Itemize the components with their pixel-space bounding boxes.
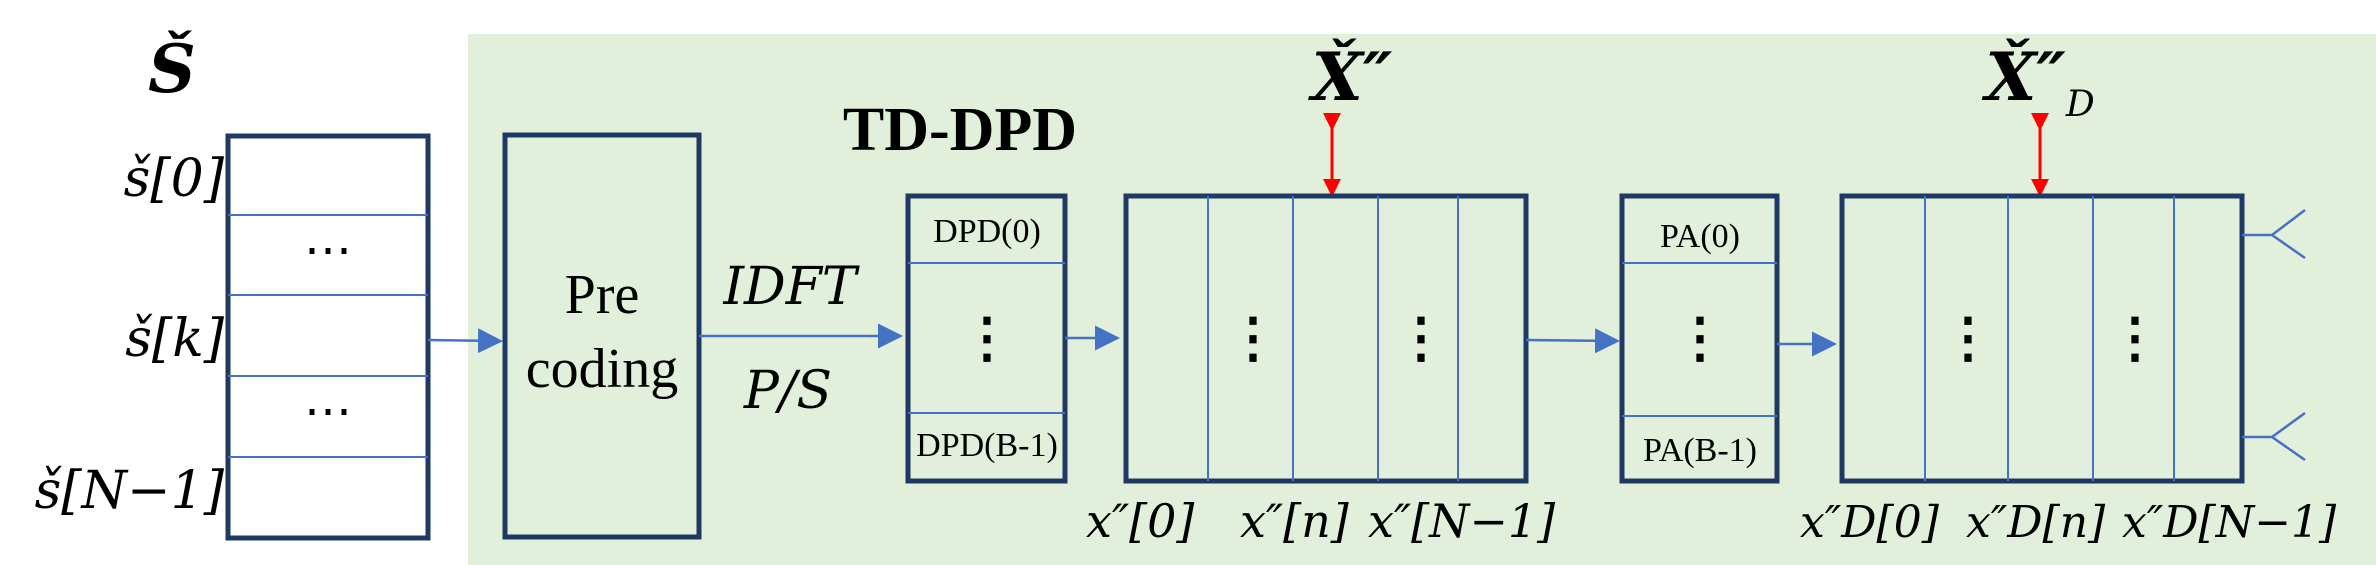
pa-output-label-0: x″D[0] [1800, 497, 1940, 548]
precoding-label-line2: coding [526, 338, 678, 400]
td-dpd-panel [468, 34, 2376, 565]
pa-output-dots: ⋮ [2108, 305, 2162, 369]
dpd-output-label-0: x″[0] [1086, 494, 1194, 548]
antenna-icon [2242, 411, 2306, 462]
symbol-ellipsis: ⋯ [304, 383, 352, 439]
symbol-ellipsis: ⋯ [304, 222, 352, 278]
dpd-output-label-n-1: x″[N−1] [1368, 494, 1555, 548]
dpd-output-block [1123, 193, 1529, 484]
pa-top-label: PA(0) [1660, 218, 1740, 255]
dpd-top-label: DPD(0) [933, 213, 1041, 250]
symbol-block [225, 133, 431, 541]
arrow [1525, 328, 1620, 354]
pa-block [1619, 193, 1780, 484]
pa-bottom-label: PA(B-1) [1643, 432, 1757, 469]
td-dpd-title: TD-DPD [843, 96, 1077, 164]
symbol-block-title: Š [148, 30, 196, 108]
ps-label: P/S [743, 361, 832, 421]
antenna-icon [2242, 209, 2306, 260]
dpd-bottom-label: DPD(B-1) [916, 427, 1058, 464]
pa-output-block [1839, 193, 2245, 484]
dpd-output-title: X̌″ [1308, 38, 1393, 116]
symbol-row-label-n-1: š[N−1] [35, 461, 225, 521]
pa-output-label-n-1: x″D[N−1] [2122, 497, 2337, 548]
arrow [427, 328, 503, 354]
pa-output-title: X̌″D [1981, 38, 2095, 125]
pa-output-label-n: x″D[n] [1966, 497, 2106, 548]
dpd-output-dots: ⋮ [1394, 305, 1448, 369]
idft-label: IDFT [723, 257, 860, 317]
pa-output-dots: ⋮ [1941, 305, 1995, 369]
symbol-row-label-0: š[0] [124, 149, 225, 209]
precoding-label-line1: Pre [565, 264, 640, 326]
pa-dots: ⋮ [1673, 305, 1727, 369]
dpd-output-dots: ⋮ [1226, 305, 1280, 369]
dpd-output-label-n: x″[n] [1240, 494, 1349, 548]
symbol-row-label-k: š[k] [125, 309, 224, 369]
dpd-dots: ⋮ [960, 305, 1014, 369]
